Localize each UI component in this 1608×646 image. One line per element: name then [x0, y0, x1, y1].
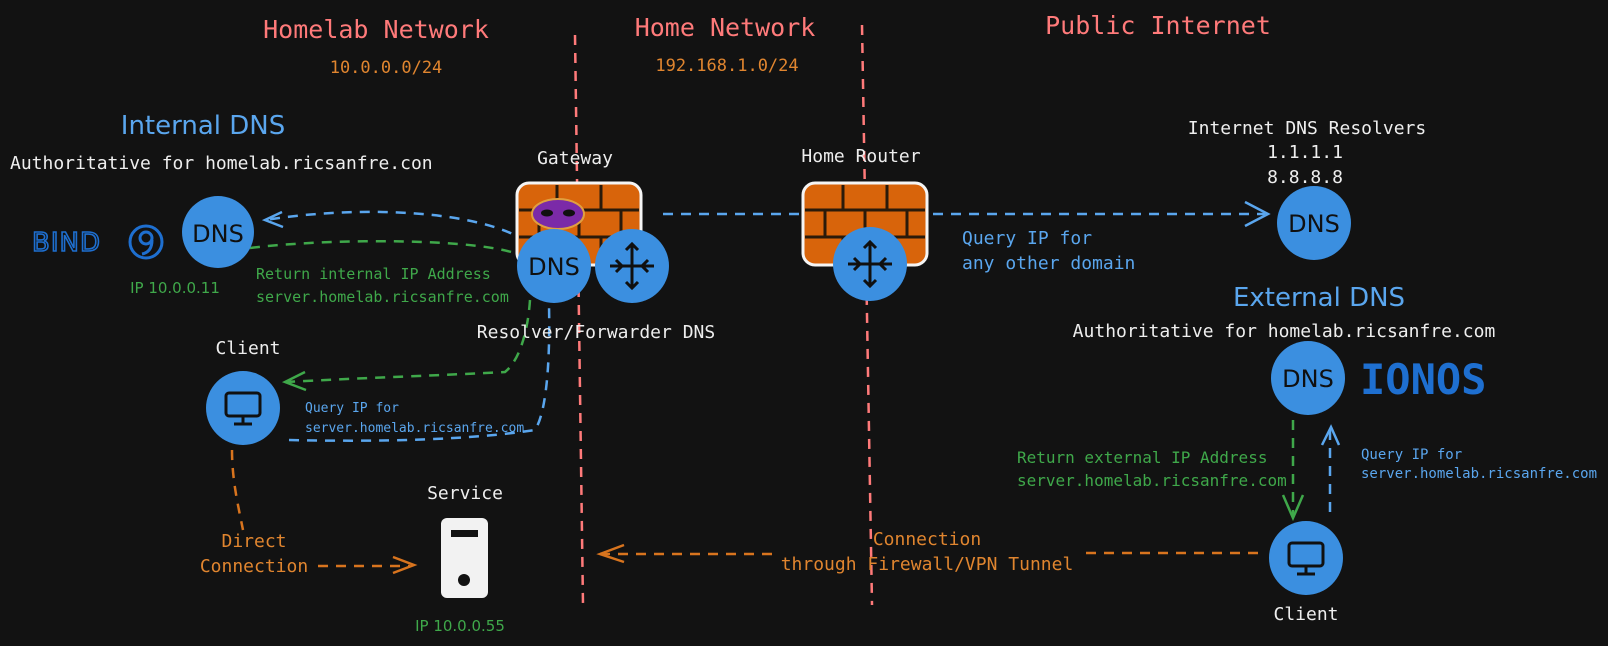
- client-query-arrow: [288, 304, 551, 442]
- vpn-connection-label-2: through Firewall/VPN Tunnel: [780, 554, 1074, 575]
- bind-logo: BIND: [31, 224, 164, 260]
- internal-client-title: Client: [215, 338, 281, 359]
- return-internal-label-2: server.homelab.ricsanfre.com: [256, 288, 509, 306]
- external-dns-title: External DNS: [1232, 283, 1406, 313]
- service-ip: IP 10.0.0.55: [415, 617, 505, 635]
- query-external-label-2: server.homelab.ricsanfre.com: [1361, 466, 1598, 482]
- gateway-title: Gateway: [537, 148, 613, 169]
- zone-title-home: Home Network: [634, 13, 816, 42]
- internal-return-arrow: [249, 239, 521, 257]
- external-dns-subtitle: Authoritative for homelab.ricsanfre.com: [1072, 321, 1496, 342]
- direct-connection-label-1: Direct: [221, 531, 287, 552]
- home-router-title: Home Router: [801, 146, 921, 167]
- mask-icon: [531, 198, 585, 230]
- direct-connection-line: [230, 449, 245, 531]
- query-other-label-1: Query IP for: [962, 228, 1093, 249]
- query-internal-label-1: Query IP for: [305, 401, 399, 416]
- zone-divider-home-public: [860, 24, 874, 606]
- internal-dns-title: Internal DNS: [120, 111, 286, 141]
- internet-resolvers-ip1: 1.1.1.1: [1267, 142, 1343, 163]
- zone-title-public: Public Internet: [1045, 11, 1271, 40]
- return-external-label-1: Return external IP Address: [1017, 448, 1268, 467]
- internal-dns-subtitle: Authoritative for homelab.ricsanfre.con: [10, 153, 433, 174]
- query-forward-arrow: [264, 210, 528, 244]
- internal-client-node: [206, 371, 280, 445]
- client-return-arrow: [284, 299, 532, 384]
- internet-dns-node-label: DNS: [1288, 210, 1340, 238]
- gateway-caption: Resolver/Forwarder DNS: [476, 322, 716, 343]
- gateway-dns-node: [517, 229, 591, 303]
- ionos-logo: IONOS: [1360, 355, 1486, 404]
- query-internal-label-2: server.homelab.ricsanfre.com: [305, 421, 525, 436]
- external-dns-node: [1271, 341, 1345, 415]
- return-external-label-2: server.homelab.ricsanfre.com: [1017, 471, 1287, 490]
- service-server-icon: [441, 518, 488, 598]
- zone-subnet-home: 192.168.1.0/24: [655, 56, 799, 76]
- internal-dns-node-label: DNS: [192, 220, 244, 248]
- gateway-dns-label: DNS: [528, 253, 580, 281]
- vpn-connection-arrow: [600, 551, 1258, 556]
- svg-text:BIND: BIND: [32, 228, 101, 258]
- zone-divider-homelab-home: [573, 34, 585, 606]
- service-title: Service: [427, 483, 503, 504]
- internet-resolvers-title: Internet DNS Resolvers: [1187, 118, 1427, 139]
- internal-dns-ip: IP 10.0.0.11: [130, 279, 220, 297]
- external-client-node: [1269, 521, 1343, 595]
- external-dns-node-label: DNS: [1282, 365, 1334, 393]
- internet-dns-node: [1277, 186, 1351, 260]
- external-client-title: Client: [1273, 604, 1339, 625]
- query-external-label-1: Query IP for: [1361, 447, 1463, 463]
- return-internal-label-1: Return internal IP Address: [256, 265, 491, 283]
- query-other-label-2: any other domain: [962, 253, 1136, 274]
- direct-connection-label-2: Connection: [199, 556, 309, 577]
- zone-subnet-homelab: 10.0.0.0/24: [329, 58, 443, 78]
- vpn-connection-label-1: Connection: [872, 529, 982, 550]
- zone-title-homelab: Homelab Network: [263, 15, 489, 44]
- internet-resolvers-ip2: 8.8.8.8: [1267, 167, 1343, 188]
- internal-dns-node: [182, 196, 254, 268]
